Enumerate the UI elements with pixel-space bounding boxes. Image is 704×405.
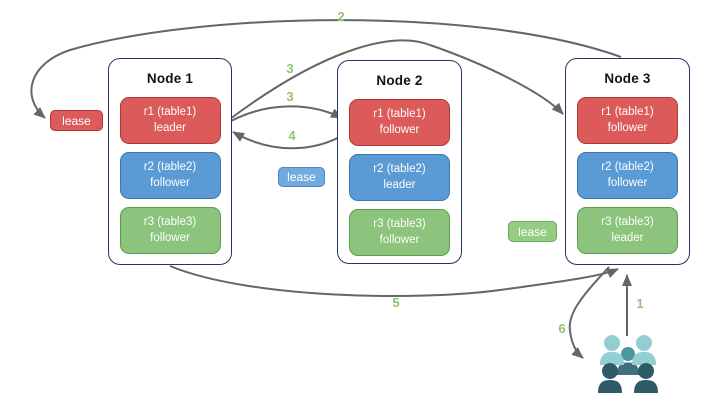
replica-role: follower: [150, 231, 190, 244]
node-2-replica-r1: r1 (table1) follower: [349, 99, 450, 146]
lease-badge-red: lease: [50, 110, 103, 131]
replica-role: leader: [154, 121, 186, 134]
replica-role: follower: [607, 176, 648, 189]
step-label-6: 6: [558, 321, 566, 336]
replica-role: follower: [150, 176, 190, 189]
step-label-3a: 3: [286, 61, 294, 76]
replica-name: r3 (table3): [601, 215, 654, 228]
node-3-replica-r2: r2 (table2) follower: [577, 152, 678, 199]
node-3: Node 3 r1 (table1) follower r2 (table2) …: [565, 58, 690, 265]
node-2-replica-r2: r2 (table2) leader: [349, 154, 450, 201]
replica-name: r1 (table1): [601, 105, 654, 118]
node-1-replica-r2: r2 (table2) follower: [119, 152, 221, 199]
node-1-replica-r1: r1 (table1) leader: [119, 97, 221, 144]
node-3-replica-r3: r3 (table3) leader: [577, 207, 678, 254]
node-2: Node 2 r1 (table1) follower r2 (table2) …: [337, 60, 462, 264]
replica-role: leader: [383, 178, 416, 191]
replica-role: follower: [379, 233, 420, 246]
step-label-1: 1: [636, 296, 644, 311]
arrow-step-3-short: [230, 105, 343, 122]
step-label-3b: 3: [286, 89, 294, 104]
node-1-replica-r3: r3 (table3) follower: [119, 207, 221, 254]
node-2-title: Node 2: [376, 72, 423, 88]
replica-name: r2 (table2): [373, 162, 426, 175]
replica-name: r2 (table2): [143, 160, 197, 173]
replica-name: r2 (table2): [601, 160, 654, 173]
node-2-replica-r3: r3 (table3) follower: [349, 209, 450, 256]
replica-name: r3 (table3): [373, 217, 426, 230]
arrow-step-5: [169, 265, 619, 297]
lease-badge-blue: lease: [278, 167, 325, 187]
lease-badge-green: lease: [508, 221, 557, 242]
step-label-4: 4: [288, 128, 296, 143]
step-label-5: 5: [392, 295, 400, 310]
replica-name: r1 (table1): [143, 105, 197, 118]
users-icon: [596, 334, 660, 398]
replica-role: leader: [611, 231, 644, 244]
node-3-title: Node 3: [604, 70, 651, 86]
node-1-title: Node 1: [146, 70, 194, 86]
replica-name: r1 (table1): [373, 107, 426, 120]
replica-name: r3 (table3): [143, 215, 197, 228]
node-1: Node 1 r1 (table1) leader r2 (table2) fo…: [108, 58, 232, 265]
step-label-2: 2: [337, 9, 345, 24]
replica-role: follower: [379, 123, 420, 136]
node-3-replica-r1: r1 (table1) follower: [577, 97, 678, 144]
replica-role: follower: [607, 121, 648, 134]
